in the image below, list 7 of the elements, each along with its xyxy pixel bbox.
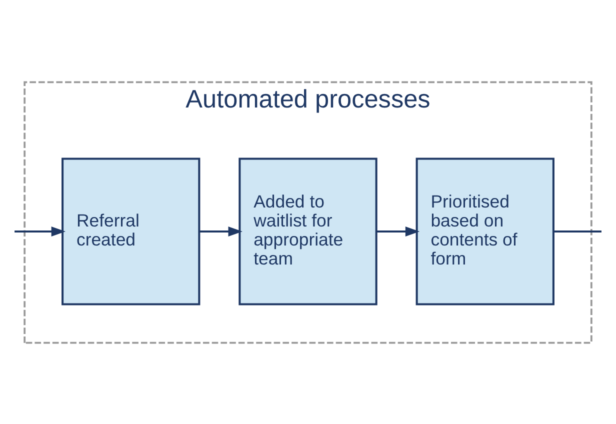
connector	[554, 230, 602, 232]
node-box: Prioritised based on contents of form	[416, 157, 554, 305]
arrow	[200, 226, 242, 236]
arrow	[376, 226, 420, 236]
arrow	[14, 226, 66, 236]
node-box: Added to waitlist for appropriate team	[238, 157, 378, 305]
node-box: Referral created	[62, 157, 200, 305]
